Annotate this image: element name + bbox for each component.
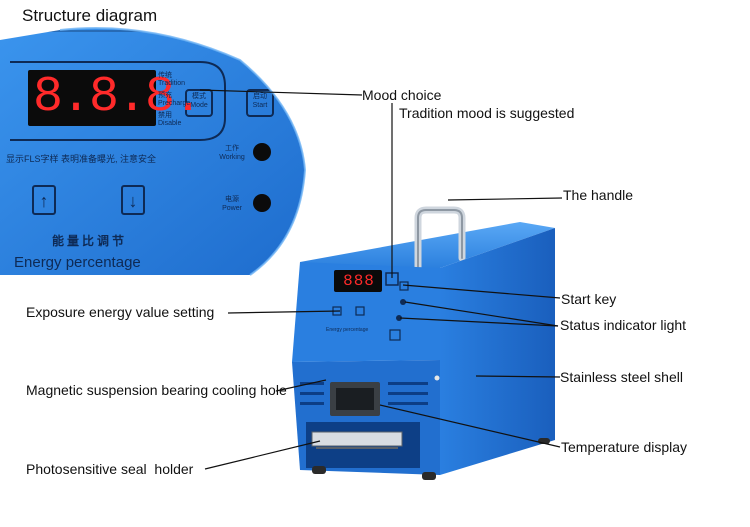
mode-button[interactable]: 模式 Mode (186, 92, 212, 110)
machine-led-display: 888 (343, 272, 375, 290)
mode-list: 传统 Tradition 预充 Precharge 禁用 Disable (158, 72, 190, 128)
leader-lines (199, 89, 563, 470)
panel-notice: 显示FLS字样 表明准备曝光, 注意安全 (6, 154, 157, 164)
mode-disable: Disable (158, 120, 182, 127)
power-cn: 电源 (225, 196, 239, 203)
working-text: Working (219, 154, 245, 161)
label-seal-holder: Photosensitive seal holder (26, 461, 194, 477)
power-text: Power (222, 205, 242, 212)
power-label: 电源 Power (212, 195, 252, 213)
energy-label: Energy percentage (14, 254, 141, 271)
machine-energy-label: Energy percentage (326, 327, 369, 333)
label-tradition-note: Tradition mood is suggested (399, 105, 575, 121)
label-start-key: Start key (561, 291, 617, 307)
working-label: 工作 Working (212, 144, 252, 162)
start-button-label: Start (252, 102, 268, 109)
label-exposure: Exposure energy value setting (26, 304, 215, 320)
diagram-title: Structure diagram (22, 6, 158, 25)
arrow-down-icon: ↓ (129, 191, 138, 211)
label-handle: The handle (563, 187, 634, 203)
label-mood-choice: Mood choice (362, 87, 442, 103)
arrow-up-icon: ↑ (40, 191, 49, 211)
panel-led-display: 8.8.8. (33, 69, 203, 126)
mode-tradition-cn: 传统 (158, 72, 172, 79)
machine (292, 206, 555, 480)
mode-button-cn: 模式 (192, 93, 206, 100)
label-status-light: Status indicator light (560, 317, 687, 333)
start-button-magnified[interactable]: 启动 Start (247, 92, 273, 110)
start-button-cn: 启动 (253, 93, 267, 100)
working-cn: 工作 (225, 145, 239, 152)
label-cooling-hole: Magnetic suspension bearing cooling hole (26, 382, 287, 398)
magnified-panel: ↑ ↓ (0, 28, 305, 275)
mode-button-label: Mode (190, 102, 208, 109)
mode-disable-cn: 禁用 (158, 112, 172, 119)
mode-tradition: Tradition (158, 80, 185, 87)
label-temp-display: Temperature display (561, 439, 688, 455)
mode-precharge: Precharge (158, 100, 191, 107)
energy-label-cn: 能量比调节 (52, 234, 128, 248)
label-shell: Stainless steel shell (560, 369, 683, 385)
mode-precharge-cn: 预充 (158, 92, 172, 99)
